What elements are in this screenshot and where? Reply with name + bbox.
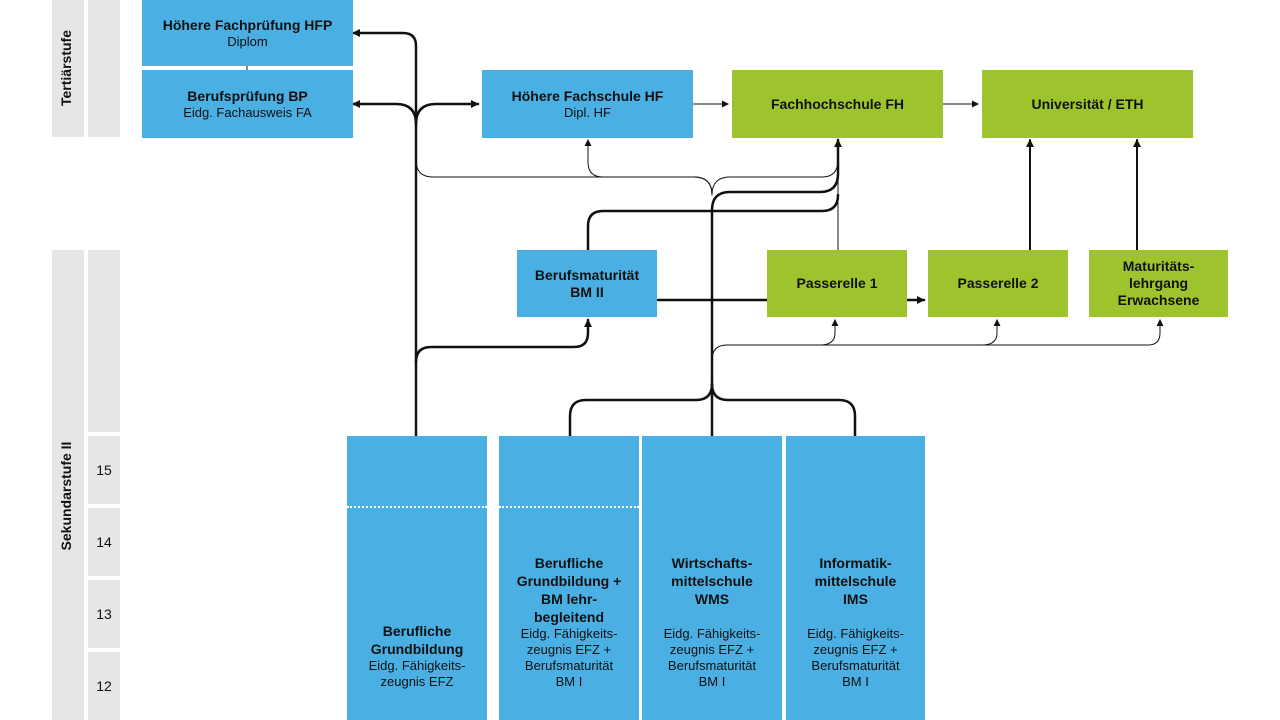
uni-box: Universität / ETH [982,70,1193,138]
bgbm-sub-2: zeugnis EFZ + [526,642,612,657]
bp-title: Berufsprüfung BP [187,87,308,104]
ims-sub-4: BM I [842,674,869,689]
hfp-box: Höhere Fachprüfung HFP Diplom [142,0,353,66]
bp-box: Berufsprüfung BP Eidg. Fachausweis FA [142,70,353,138]
bg-sub-2: zeugnis EFZ [380,674,454,689]
bm2-title-2: BM II [570,283,604,300]
passerelle-2-title: Passerelle 2 [957,275,1039,291]
bgbm-title-2: Grundbildung + [516,573,622,589]
matur-line-1: Maturitäts- [1122,258,1195,274]
bp-sub: Eidg. Fachausweis FA [183,104,312,120]
wms-sub-3: Berufsmaturität [667,658,757,673]
bg-title-1: Berufliche [382,623,452,639]
matur-line-3: Erwachsene [1117,292,1200,308]
tertiary-year-bar [88,0,120,137]
bgbm-sub-1: Eidg. Fähigkeits- [520,626,618,641]
passerelle-1-box: Passerelle 1 [767,250,907,317]
hfp-sub: Diplom [227,33,268,49]
hf-sub: Dipl. HF [564,104,611,120]
wms-column: Wirtschafts- mittelschule WMS Eidg. Fähi… [642,436,782,720]
secondary-level-bar [52,250,84,720]
wms-sub-2: zeugnis EFZ + [669,642,755,657]
bgbm-title-1: Berufliche [534,555,604,571]
bm2-box: Berufsmaturität BM II [517,250,657,317]
year-13: 13 [88,580,120,648]
year-12: 12 [88,652,120,720]
hf-title: Höhere Fachschule HF [511,87,664,104]
wms-title-3: WMS [694,591,730,607]
ims-sub-2: zeugnis EFZ + [813,642,898,657]
bgbm-title-4: begleitend [533,609,604,625]
matur-line-2: lehrgang [1128,275,1189,291]
passerelle-1-title: Passerelle 1 [796,275,878,291]
tertiary-level-bar [52,0,84,137]
year-14: 14 [88,508,120,576]
hfp-title: Höhere Fachprüfung HFP [162,16,333,33]
wms-title-1: Wirtschafts- [671,555,753,571]
bm2-title-1: Berufsmaturität [534,266,640,283]
hf-box: Höhere Fachschule HF Dipl. HF [482,70,693,138]
year-divider [347,506,487,508]
fh-title: Fachhochschule FH [770,95,905,112]
ims-column: Informatik- mittelschule IMS Eidg. Fähig… [786,436,925,720]
ims-sub-1: Eidg. Fähigkeits- [807,626,904,641]
bg-title-2: Grundbildung [370,641,464,657]
wms-sub-1: Eidg. Fähigkeits- [663,626,761,641]
secondary-year-bar [88,250,120,432]
maturitaetslehrgang-box: Maturitäts- lehrgang Erwachsene [1089,250,1228,317]
berufliche-grundbildung-column: Berufliche Grundbildung Eidg. Fähigkeits… [347,436,487,720]
bgbm-sub-4: BM I [555,674,583,689]
ims-title-1: Informatik- [819,555,892,571]
uni-title: Universität / ETH [1031,95,1144,112]
ims-title-2: mittelschule [814,573,897,589]
bg-sub-1: Eidg. Fähigkeits- [368,658,466,673]
year-15: 15 [88,436,120,504]
grundbildung-bm-column: Berufliche Grundbildung + BM lehr- begle… [499,436,639,720]
wms-sub-4: BM I [698,674,726,689]
passerelle-2-box: Passerelle 2 [928,250,1068,317]
ims-sub-3: Berufsmaturität [811,658,900,673]
bgbm-title-3: BM lehr- [541,591,597,607]
ims-title-3: IMS [843,591,868,607]
wms-title-2: mittelschule [671,573,753,589]
bgbm-sub-3: Berufsmaturität [524,658,614,673]
fh-box: Fachhochschule FH [732,70,943,138]
year-divider [499,506,639,508]
